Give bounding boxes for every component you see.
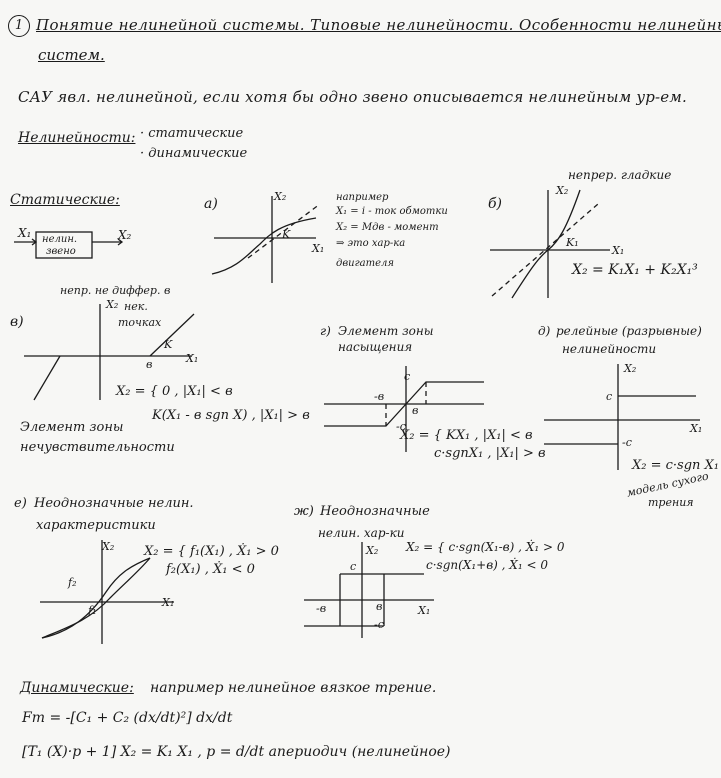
static-label: Статические:	[10, 192, 120, 208]
graph-zh-letter: ж)	[294, 504, 314, 519]
title-line-1: Понятие нелинейной системы. Типовые нели…	[36, 16, 721, 34]
graph-v-x-label: X₁	[186, 352, 198, 365]
graph-v-formula-1: X₂ = { 0 , |X₁| < в	[116, 384, 233, 399]
graph-b-x-label: X₁	[612, 244, 624, 257]
graph-d-c-bottom: -c	[622, 436, 632, 449]
graph-zh-caption-1: Неоднозначные	[320, 504, 430, 519]
graph-a-y-label: X₂	[274, 190, 286, 203]
graph-a-note-1: X₁ = i - ток обмотки	[336, 206, 448, 217]
graph-e-caption-1: Неоднозначные нелин.	[34, 496, 194, 511]
graph-a-note-3: ⇒ это хар-ка	[336, 238, 405, 249]
graph-zh-b-right: в	[376, 600, 382, 613]
graph-d-c-top: c	[606, 390, 612, 403]
graph-d-plot	[540, 362, 710, 472]
graph-g-letter: г)	[320, 324, 331, 338]
graph-v-b-mark: в	[146, 358, 152, 371]
graph-zh-c-top: c	[350, 560, 356, 573]
graph-e-y-label: X₂	[102, 540, 114, 553]
graph-v-caption-1: непр. не диффер. в	[60, 284, 170, 297]
graph-a-plot	[208, 188, 328, 288]
definition-text: САУ явл. нелинейной, если хотя бы одно з…	[18, 88, 687, 106]
graph-b-slope: K₁	[566, 236, 579, 249]
dynamic-text: например нелинейное вязкое трение.	[150, 680, 436, 696]
graph-b-formula: X₂ = K₁X₁ + K₂X₁³	[572, 262, 698, 278]
graph-d-letter: д)	[538, 324, 550, 338]
graph-zh-x-label: X₁	[418, 604, 430, 617]
graph-d-caption-2: нелинейности	[562, 342, 656, 356]
graph-v-y-label: X₂	[106, 298, 118, 311]
graph-d-note-2: трения	[648, 496, 694, 509]
nonlinearities-label: Нелинейности:	[18, 130, 135, 146]
graph-d-note-1: модель сухого	[626, 469, 710, 499]
graph-g-caption-1: Элемент зоны	[338, 324, 434, 338]
graph-e-x-label: X₁	[162, 596, 174, 609]
nonlinearity-static: · статические	[140, 126, 243, 141]
block-input-label: X₁	[18, 226, 31, 240]
graph-a-note-4: двигателя	[336, 258, 394, 269]
graph-g-c-top: c	[404, 370, 410, 383]
graph-e-formula-1: X₂ = { f₁(X₁) , Ẋ₁ > 0	[144, 544, 279, 559]
graph-v-name-2: нечувствительности	[20, 440, 175, 455]
graph-e-f2: f₂	[68, 576, 76, 589]
title-line-2: систем.	[38, 46, 105, 64]
graph-a-x-label: X₁	[312, 242, 324, 255]
graph-zh-caption-2: нелин. хар-ки	[318, 526, 404, 540]
graph-v-name-1: Элемент зоны	[20, 420, 123, 435]
graph-zh-y-label: X₂	[366, 544, 378, 557]
graph-zh-b-left: -в	[316, 602, 326, 615]
graph-g-b-right: в	[412, 404, 418, 417]
graph-v-slope: K	[164, 338, 172, 351]
dynamic-formula-2: [T₁ (X)·p + 1] X₂ = K₁ X₁ , p = d/dt апе…	[22, 744, 451, 760]
graph-e-upper-branch	[42, 558, 150, 638]
graph-d-y-label: X₂	[624, 362, 636, 375]
graph-d-caption-1: релейные (разрывные)	[556, 324, 702, 338]
graph-g-caption-2: насыщения	[338, 340, 412, 354]
graph-zh-c-bottom: -c	[374, 618, 384, 631]
graph-g-b-left: -в	[374, 390, 384, 403]
graph-v-left-branch	[34, 356, 60, 400]
graph-zh-formula-1: X₂ = { c·sgn(X₁-в) , Ẋ₁ > 0	[406, 540, 564, 554]
graph-a-note-2: X₂ = Mдв - момент	[336, 222, 439, 233]
graph-e-formula-2: f₂(X₁) , Ẋ₁ < 0	[166, 562, 255, 577]
graph-b-y-label: X₂	[556, 184, 568, 197]
nonlinearity-dynamic: · динамические	[140, 146, 247, 161]
section-number: 1	[8, 14, 30, 37]
block-box-line2: звено	[46, 246, 76, 257]
section-number-circle: 1	[8, 15, 30, 37]
graph-e-caption-2: характеристики	[36, 518, 156, 533]
graph-b-plot	[486, 180, 616, 300]
graph-e-lower-branch	[42, 558, 150, 638]
graph-a-note-0: например	[336, 192, 388, 203]
dynamic-label: Динамические:	[20, 680, 134, 696]
graph-e-letter: е)	[14, 496, 27, 511]
graph-e-f1: f₁	[88, 604, 96, 617]
dynamic-formula-1: Fт = -[C₁ + C₂ (dx/dt)²] dx/dt	[22, 710, 232, 726]
graph-d-x-label: X₁	[690, 422, 702, 435]
graph-a-slope: K	[282, 228, 290, 241]
block-output-label: X₂	[118, 228, 131, 242]
graph-v-formula-2: K(X₁ - в sgn X) , |X₁| > в	[152, 408, 310, 423]
graph-g-formula-1: X₂ = { KX₁ , |X₁| < в	[400, 428, 533, 443]
block-box-line1: нелин.	[42, 234, 77, 245]
graph-zh-formula-2: c·sgn(X₁+в) , Ẋ₁ < 0	[426, 558, 548, 572]
graph-g-formula-2: c·sgnX₁ , |X₁| > в	[434, 446, 546, 461]
